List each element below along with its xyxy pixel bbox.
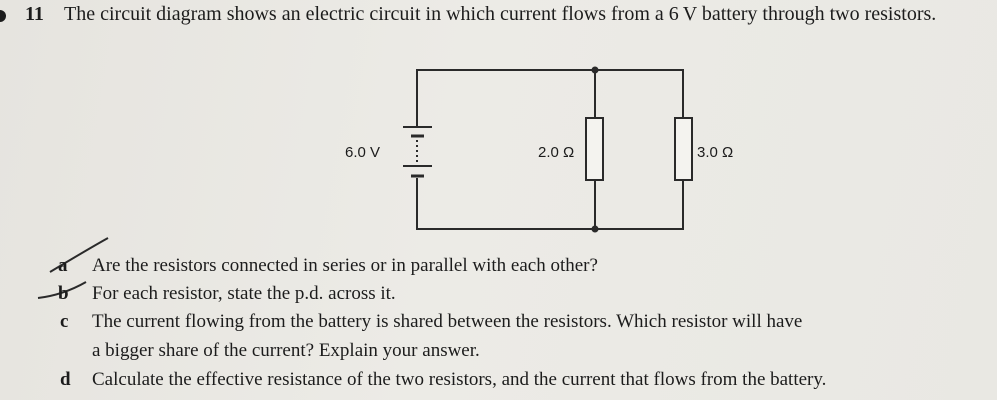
tick-mark-b <box>37 281 87 299</box>
battery-symbol <box>403 126 432 178</box>
part-b-letter: b <box>58 283 69 304</box>
tick-mark-a <box>49 237 109 273</box>
junction-dot-bottom <box>591 225 599 233</box>
part-d-text: Calculate the effective resistance of th… <box>92 369 827 390</box>
part-a-text: Are the resistors connected in series or… <box>92 255 598 276</box>
question-bullet <box>0 10 6 22</box>
part-c-continuation: a bigger share of the current? Explain y… <box>92 340 480 361</box>
resistor1-label: 2.0 Ω <box>538 144 575 161</box>
resistor-2ohm <box>585 117 604 181</box>
part-d-letter: d <box>60 369 71 390</box>
part-a-letter: a <box>58 255 68 276</box>
part-c-text: The current flowing from the battery is … <box>92 311 803 332</box>
resistor2-label: 3.0 Ω <box>697 144 734 161</box>
part-c-letter: c <box>60 311 69 332</box>
question-stem: The circuit diagram shows an electric ci… <box>64 3 937 25</box>
circuit-wires <box>416 69 684 230</box>
resistor-3ohm <box>674 117 693 181</box>
junction-dot-top <box>591 66 599 74</box>
question-number: 11 <box>25 3 44 25</box>
part-b-text: For each resistor, state the p.d. across… <box>92 283 396 304</box>
battery-label: 6.0 V <box>345 144 381 161</box>
